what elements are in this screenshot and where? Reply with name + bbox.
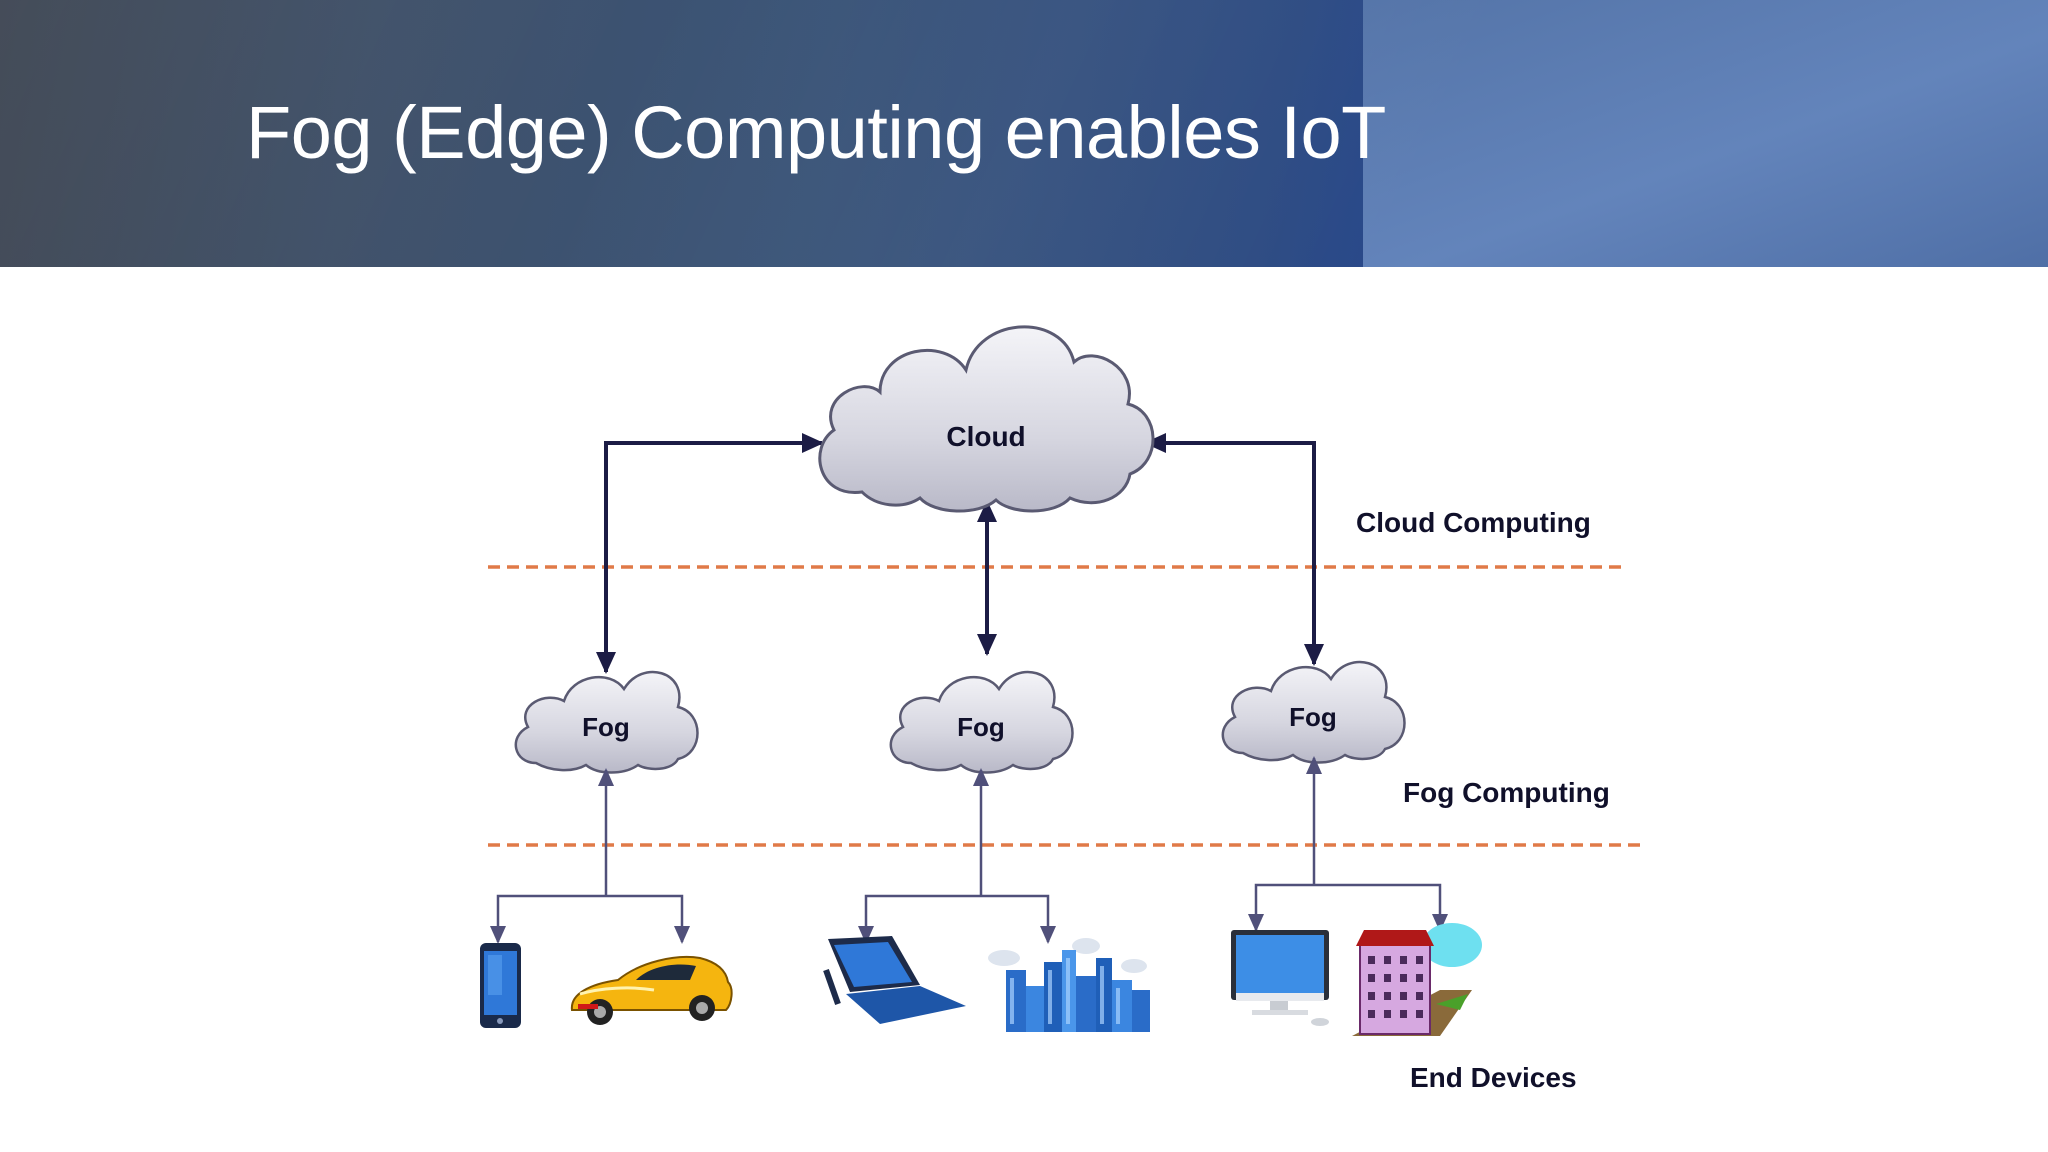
fog-node-left: Fog: [514, 670, 699, 774]
fog-label-left: Fog: [582, 712, 630, 742]
banner-accent-panel: [1363, 0, 2048, 267]
title-banner: Fog (Edge) Computing enables IoT: [0, 0, 2048, 267]
car-icon: [570, 956, 733, 1025]
fog-computing-label: Fog Computing: [1403, 777, 1610, 808]
banner-sheen: [0, 0, 2048, 267]
fog-label-center: Fog: [957, 712, 1005, 742]
tablet-icon: [823, 936, 966, 1024]
building-icon: [1352, 923, 1482, 1036]
cloud-computing-label: Cloud Computing: [1356, 507, 1591, 538]
slide-title: Fog (Edge) Computing enables IoT: [246, 91, 1386, 174]
fog-label-right: Fog: [1289, 702, 1337, 732]
cloud-fog-arrows: [596, 433, 1324, 674]
smartphone-icon: [480, 943, 521, 1028]
end-devices-label: End Devices: [1410, 1062, 1577, 1093]
fog-node-right: Fog: [1221, 660, 1406, 764]
cloud-label: Cloud: [946, 421, 1025, 452]
monitor-icon: [1231, 930, 1329, 1026]
fog-node-center: Fog: [889, 670, 1074, 774]
device-fog-arrows: [490, 756, 1448, 944]
cloud-icon: Cloud: [818, 325, 1155, 513]
city-icon: [988, 938, 1150, 1032]
fog-computing-diagram: Cloud Fog Fog Fog Cloud Computing Fog Co…: [480, 325, 1646, 1093]
